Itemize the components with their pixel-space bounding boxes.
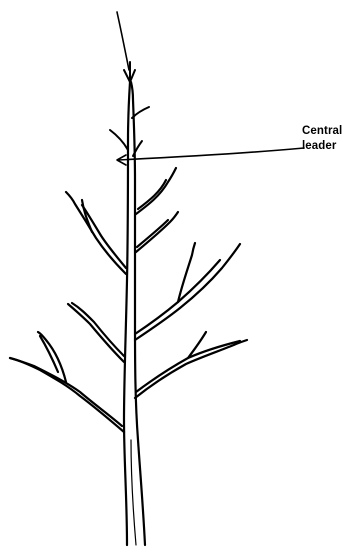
branch-lower-right [135,243,240,340]
label-line-2: leader [302,139,360,154]
central-leader-label: Central leader [302,124,360,154]
callout-arrow [117,148,304,165]
label-line-1: Central [302,124,360,139]
branch-upper-left [66,192,126,274]
tip-pointer-line [117,12,129,70]
branch-bottom-left [10,332,124,432]
branch-upper-right [136,168,176,214]
branch-mid-left [68,303,124,362]
leader-tip [124,62,135,82]
branch-bottom-right [135,332,247,398]
branch-mid-right [136,212,178,252]
